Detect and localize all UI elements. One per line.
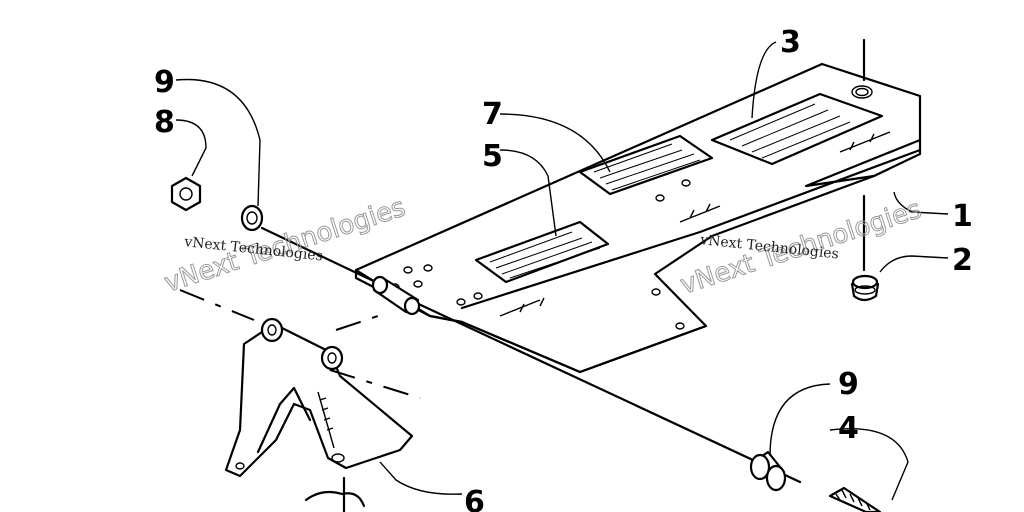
callout-3: 3: [780, 25, 801, 60]
callout-9-bottom: 9: [838, 367, 859, 402]
bushing-top: [240, 204, 264, 232]
callout-6: 6: [464, 485, 485, 512]
hinge-bracket: [224, 317, 414, 478]
callout-9-top: 9: [154, 65, 175, 100]
watermark-left: vNext Technologies vNext Technologies: [160, 192, 409, 299]
callout-1: 1: [952, 199, 973, 234]
bushing-bottom: [749, 450, 787, 492]
leader-lines: [175, 41, 949, 501]
callout-5: 5: [482, 139, 503, 174]
callout-7: 7: [482, 97, 503, 132]
callout-8: 8: [154, 105, 175, 140]
clip: [304, 476, 366, 512]
callout-numbers: 1 2 3 4 5 6 7 8 9 9: [154, 25, 973, 512]
callout-4: 4: [838, 411, 859, 446]
grommet: [850, 194, 880, 302]
mounting-plate: [354, 62, 922, 374]
pivot-rod: [260, 226, 386, 288]
pivot-bolt: [828, 486, 882, 512]
callout-2: 2: [952, 243, 973, 278]
spacer-sleeve: [371, 275, 421, 316]
decal-3: [710, 92, 884, 166]
axis-centerline: [179, 289, 255, 321]
lock-nut: [170, 176, 202, 212]
